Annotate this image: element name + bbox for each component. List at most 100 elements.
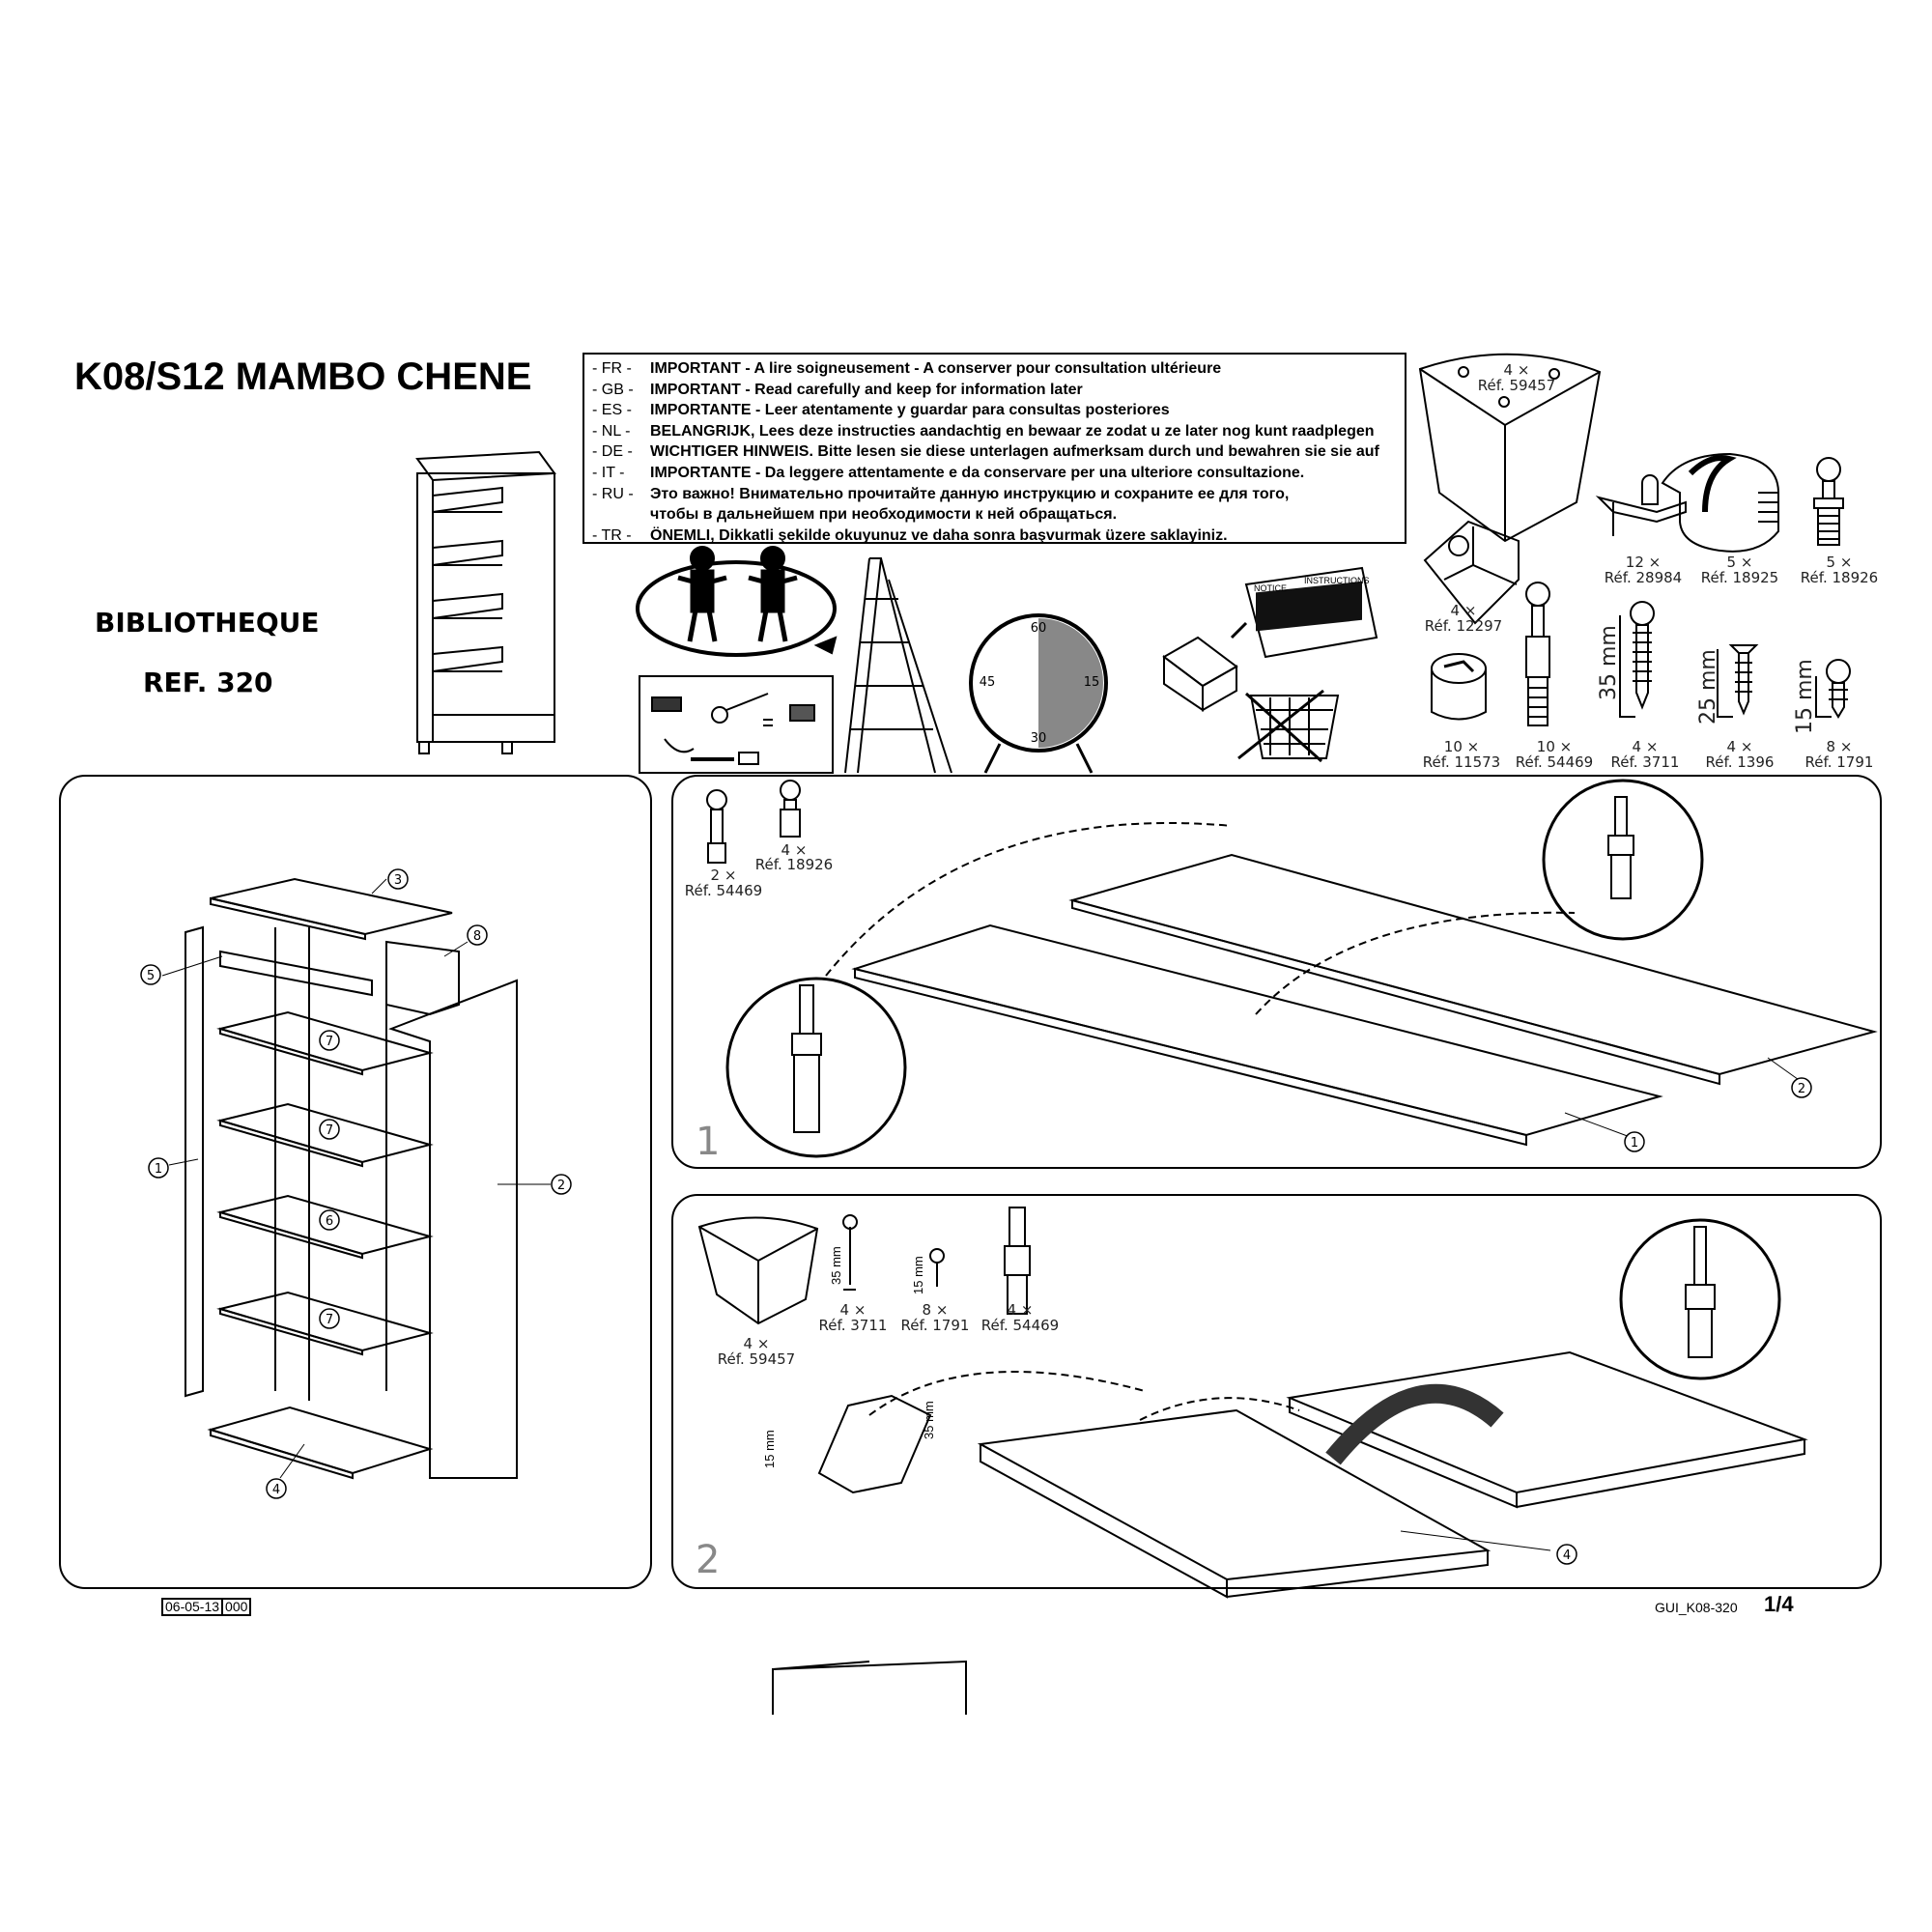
overview-panel (59, 775, 652, 1589)
warning-nl: - NL -BELANGRIJK, Lees deze instructies … (592, 422, 1375, 440)
clock-mark-60: 60 (1031, 621, 1047, 636)
hw-qty: 12 × (1626, 554, 1661, 571)
screw-1396-icon (1717, 644, 1759, 718)
warning-de: - DE -WICHTIGER HINWEIS. Bitte lesen sie… (592, 443, 1379, 461)
hw-ref: Réf. 3711 (819, 1317, 888, 1334)
part-callouts (140, 868, 572, 1499)
callout-7: 7 (326, 1035, 333, 1049)
detail-length-label: 15 mm (762, 1430, 777, 1468)
clock-mark-15: 15 (1084, 675, 1100, 690)
clock-mark-30: 30 (1031, 731, 1047, 746)
warning-ru: - RU -Это важно! Внимательно прочитайте … (592, 485, 1290, 502)
step2-diagram (697, 1207, 1808, 1715)
ladder-icon (844, 557, 952, 774)
callout-6: 6 (326, 1214, 333, 1229)
hw-ref: Réf. 18925 (1701, 569, 1778, 586)
hw-qty: 4 × (744, 1335, 770, 1352)
step1-number: 1 (696, 1120, 720, 1164)
length-label: 15 mm (1793, 659, 1817, 734)
warning-gb: - GB -IMPORTANT - Read carefully and kee… (592, 381, 1083, 398)
callout-2: 2 (1798, 1082, 1805, 1096)
product-title: K08/S12 MAMBO CHENE (74, 355, 532, 398)
hw-ref: Réf. 59457 (1478, 377, 1555, 394)
instructions-label: INSTRUCTIONS (1304, 576, 1370, 585)
callout-4: 4 (272, 1483, 280, 1497)
hw-ref: Réf. 3711 (1611, 753, 1680, 771)
product-type: BIBLIOTHEQUE (95, 607, 320, 639)
keep-instructions-icon: NOTICE INSTRUCTIONS (1162, 566, 1378, 763)
hw-ref: Réf. 59457 (718, 1350, 795, 1368)
exploded-bookcase-diagram (161, 877, 551, 1480)
hw-ref: Réf. 1791 (1805, 753, 1874, 771)
length-label: 35 mm (829, 1246, 843, 1285)
screw-1791-icon (1815, 659, 1851, 719)
callout-1: 1 (1631, 1136, 1638, 1151)
document-reference: GUI_K08-320 (1655, 1600, 1738, 1615)
length-label: 25 mm (1696, 649, 1720, 724)
hw-qty: 4 × (1727, 738, 1753, 755)
leg-59457-icon (1418, 353, 1602, 543)
hw-qty: 10 × (1444, 738, 1479, 755)
step2-panel (671, 1194, 1882, 1589)
hw-qty: 5 × (1827, 554, 1853, 571)
hw-qty: 2 × (711, 867, 737, 884)
callout-1: 1 (155, 1162, 162, 1177)
hw-ref: Réf. 54469 (1516, 753, 1593, 771)
callout-4: 4 (1563, 1548, 1571, 1563)
screw-3711-icon (1619, 601, 1655, 718)
hw-ref: Réf. 28984 (1605, 569, 1682, 586)
callout-8: 8 (473, 929, 481, 944)
step1-diagram (706, 779, 1878, 1158)
hw-ref: Réf. 18926 (1801, 569, 1878, 586)
hw-ref: Réf. 12297 (1425, 617, 1502, 635)
hw-ref: Réf. 1396 (1706, 753, 1775, 771)
cam-11573-icon (1431, 653, 1487, 721)
warning-it: - IT -IMPORTANTE - Da leggere attentamen… (592, 464, 1305, 481)
hw-qty: 4 × (1504, 361, 1530, 379)
callout-5: 5 (147, 969, 155, 983)
dowel-54469-icon (1525, 582, 1550, 726)
cam-lock-18925-icon (1661, 452, 1779, 553)
detail-length-label: 35 mm (922, 1401, 936, 1439)
hw-qty: 4 × (840, 1301, 867, 1319)
hw-qty: 8 × (1827, 738, 1853, 755)
hw-qty: 4 × (1451, 602, 1477, 619)
hw-ref: Réf. 11573 (1423, 753, 1500, 771)
step1-panel (671, 775, 1882, 1169)
warning-box: - FR -IMPORTANT - A lire soigneusement -… (582, 353, 1406, 544)
dowel-bolt-18926-icon (1813, 457, 1844, 546)
two-persons-icon (636, 546, 838, 657)
product-reference: REF. 320 (143, 667, 273, 698)
hw-qty: 8 × (923, 1301, 949, 1319)
hw-qty: 4 × (1633, 738, 1659, 755)
warning-es: - ES -IMPORTANTE - Leer atentamente y gu… (592, 402, 1170, 419)
hw-qty: 4 × (781, 841, 808, 859)
callout-7: 7 (326, 1313, 333, 1327)
callout-3: 3 (394, 873, 402, 888)
notice-label: NOTICE (1254, 583, 1287, 593)
hw-qty: 10 × (1537, 738, 1572, 755)
clock-mark-45: 45 (980, 675, 996, 690)
hw-qty: 4 × (1008, 1301, 1034, 1319)
callout-2: 2 (557, 1179, 565, 1193)
tools-required-icon (639, 675, 834, 774)
length-label: 35 mm (1597, 625, 1621, 700)
footer-date-box: 06-05-13 000 (161, 1598, 252, 1616)
hw-qty: 5 × (1727, 554, 1753, 571)
warning-fr: - FR -IMPORTANT - A lire soigneusement -… (592, 360, 1222, 377)
step2-number: 2 (696, 1538, 720, 1582)
hw-ref: Réf. 54469 (981, 1317, 1059, 1334)
bookcase-thumbnail (415, 450, 556, 754)
length-label: 15 mm (911, 1256, 925, 1294)
footer-revision: 000 (221, 1600, 249, 1614)
warning-ru-cont: чтобы в дальнейшем при необходимости к н… (650, 506, 1118, 524)
hw-ref: Réf. 54469 (685, 882, 762, 899)
callout-7: 7 (326, 1123, 333, 1138)
clock-icon: 60 15 30 45 (969, 613, 1108, 774)
shelf-support-28984-icon (1595, 474, 1687, 536)
hw-ref: Réf. 18926 (755, 856, 833, 873)
cam-housing-12297-icon (1423, 520, 1520, 625)
hw-ref: Réf. 1791 (901, 1317, 970, 1334)
page-number: 1/4 (1764, 1592, 1794, 1616)
warning-tr: - TR -ÖNEMLI, Dikkatli şekilde okuyunuz … (592, 526, 1228, 544)
